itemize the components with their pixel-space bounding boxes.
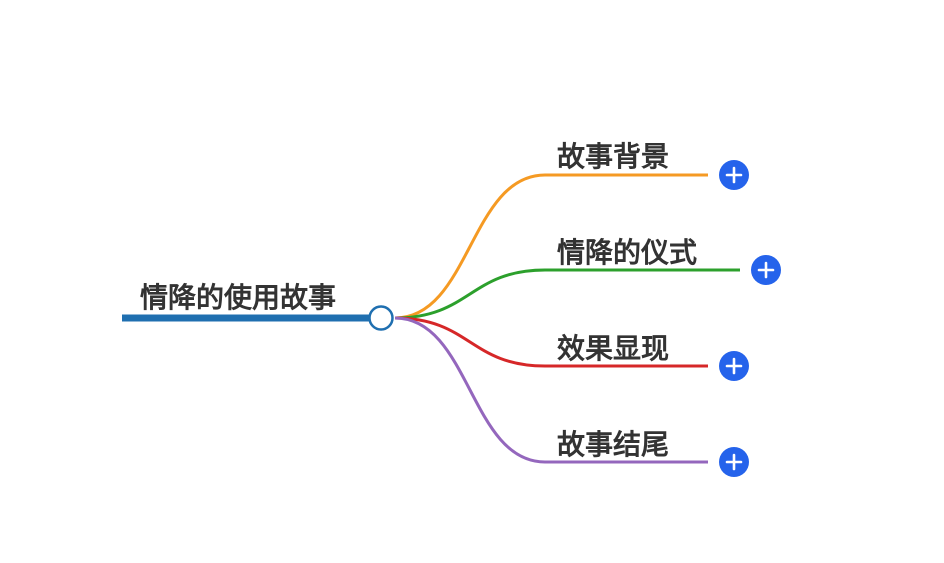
expand-button-effect[interactable] [719, 351, 749, 381]
expand-button-ritual[interactable] [751, 255, 781, 285]
child-node-label-story-background[interactable]: 故事背景 [557, 140, 669, 173]
branch-connector-story-background [394, 173, 708, 320]
child-node-label-ending[interactable]: 故事结尾 [557, 428, 669, 461]
plus-icon [757, 261, 775, 279]
branch-connectors [394, 173, 740, 464]
branch-connector-ritual [394, 268, 740, 320]
plus-icon [725, 453, 743, 471]
child-node-label-ritual[interactable]: 情降的仪式 [557, 236, 697, 269]
child-node-label-effect[interactable]: 效果显现 [557, 332, 669, 365]
expand-button-ending[interactable] [719, 447, 749, 477]
root-collapse-toggle[interactable] [368, 305, 394, 331]
plus-icon [725, 357, 743, 375]
branch-connector-effect [394, 316, 708, 368]
expand-button-story-background[interactable] [719, 160, 749, 190]
branch-connector-ending [394, 316, 708, 464]
root-node-label[interactable]: 情降的使用故事 [140, 281, 336, 314]
plus-icon [725, 166, 743, 184]
